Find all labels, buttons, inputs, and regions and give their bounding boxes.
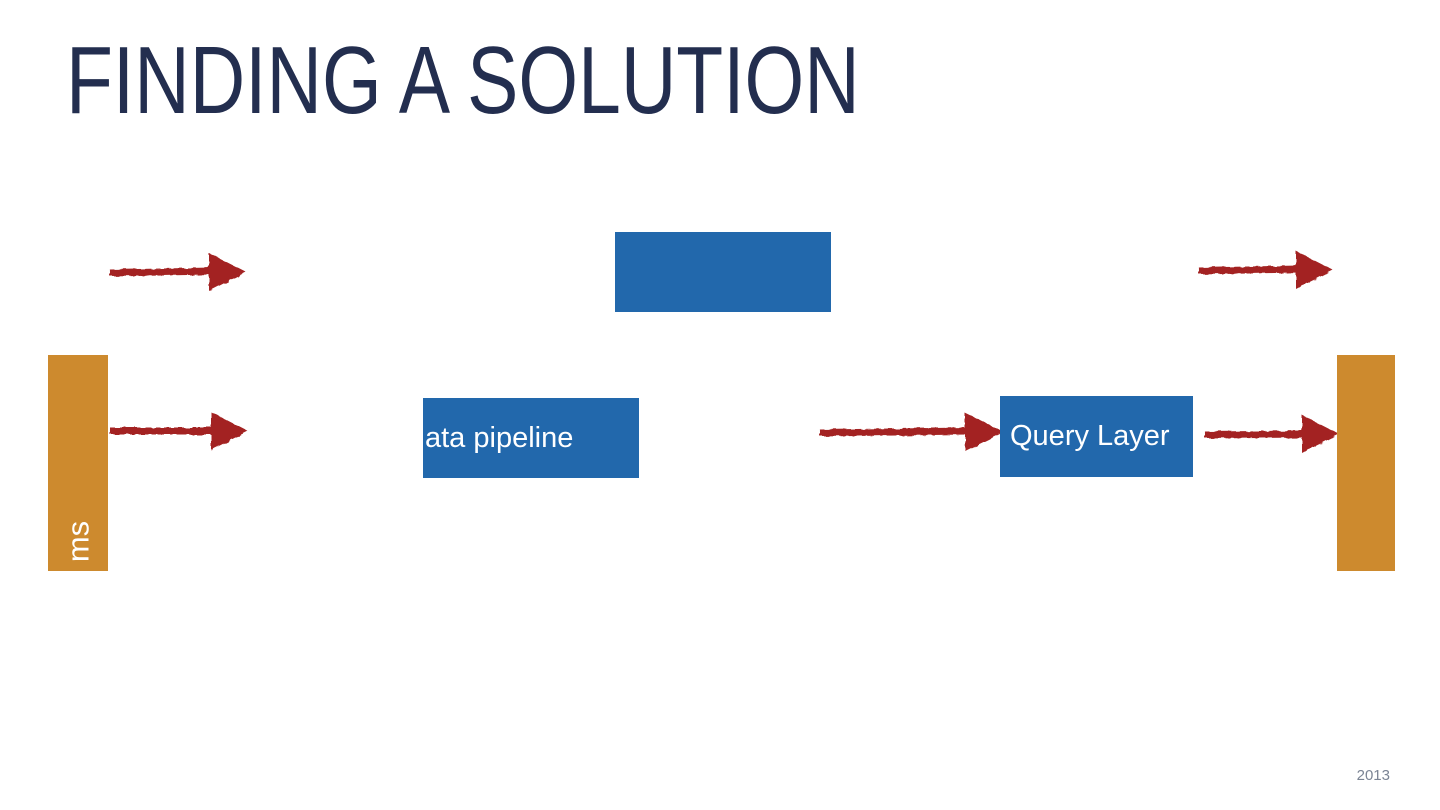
arrow-right-icon (109, 253, 246, 291)
arrow-right-icon (819, 413, 1004, 451)
divider-line-bottom (151, 521, 1289, 525)
divider-line-top (151, 343, 1287, 347)
data-pipeline-box-label: ata pipeline (425, 421, 574, 454)
output-stream-bar (1337, 355, 1395, 571)
slide-title: FINDING A SOLUTION (66, 27, 860, 134)
query-layer-box: Query Layer (1000, 396, 1193, 477)
input-stream-bar: ms (48, 355, 108, 571)
top-box (615, 232, 831, 312)
query-layer-box-label: Query Layer (1010, 420, 1170, 452)
input-stream-bar-label: ms (60, 520, 96, 563)
arrow-right-icon (110, 412, 248, 450)
arrow-right-icon (1198, 251, 1333, 289)
slide-footer-year: 2013 (1356, 767, 1390, 784)
arrow-right-icon (1204, 415, 1339, 453)
data-pipeline-box: ata pipeline (423, 398, 639, 478)
